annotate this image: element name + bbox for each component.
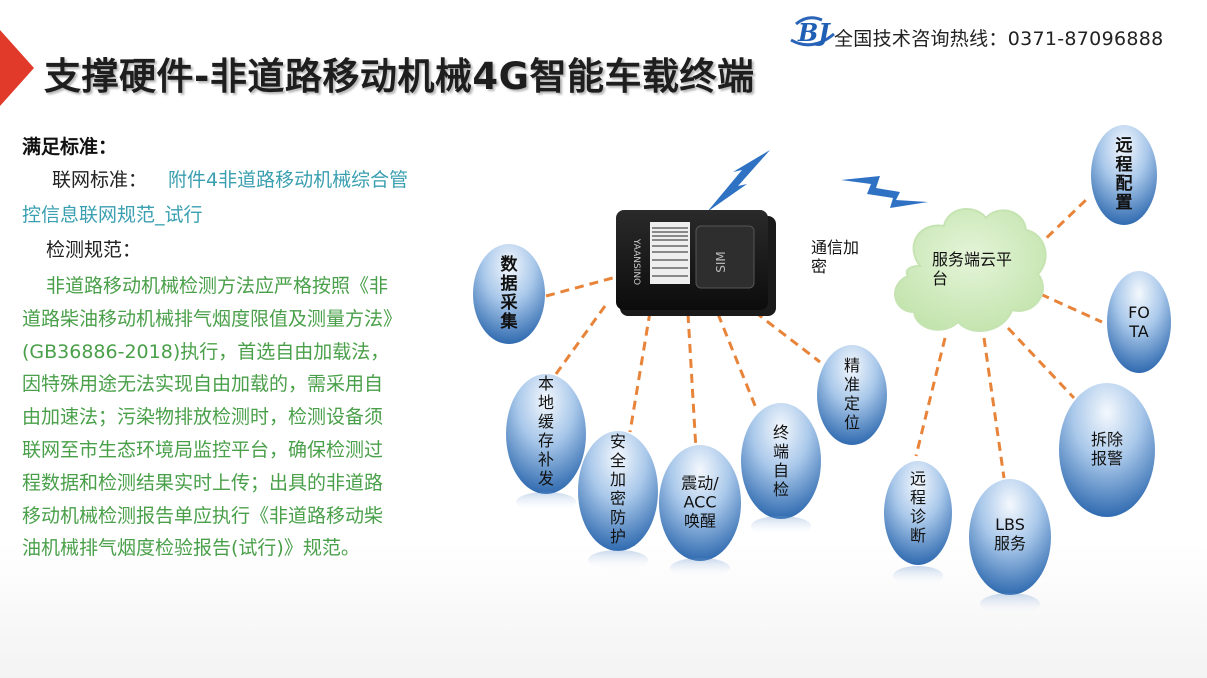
cloud-platform-label: 服务端云平台 bbox=[932, 250, 1013, 288]
network-standard-label: 联网标准： bbox=[52, 169, 148, 191]
paragraph-line: 非道路移动机械检测方法应严格按照《非 bbox=[46, 275, 389, 297]
node-precise-locate: 精准定位 bbox=[843, 356, 860, 432]
terminal-device-image: SIM YAANSINO bbox=[616, 210, 776, 316]
paragraph-line: 程数据和检测结果实时上传；出具的非道路 bbox=[22, 471, 384, 494]
bubble-shapes bbox=[473, 125, 1171, 615]
node-vibration-wake: 震动/ACC唤醒 bbox=[681, 473, 719, 531]
paragraph-line: 移动机械检测报告单应执行《非道路移动柴 bbox=[22, 504, 384, 527]
consult-hotline: 全国技术咨询热线：0371-87096888 bbox=[834, 28, 1164, 50]
cloud-platform-icon bbox=[894, 207, 1047, 332]
detection-spec-paragraph: 非道路移动机械检测方法应严格按照《非 道路柴油移动机械排气烟度限值及测量方法》 … bbox=[22, 270, 462, 565]
node-secure-encrypt: 安全加密防护 bbox=[609, 432, 626, 546]
node-lbs: LBS服务 bbox=[993, 515, 1026, 553]
accent-triangle bbox=[0, 30, 34, 106]
signal-bolt-icon-2 bbox=[841, 176, 928, 208]
node-self-check: 终端自检 bbox=[772, 423, 789, 499]
paragraph-line: 由加速法；污染物排放检测时，检测设备须 bbox=[22, 406, 384, 429]
network-standard-doc-cont[interactable]: 控信息联网规范_试行 bbox=[22, 204, 203, 226]
node-data-collect: 数据采集 bbox=[500, 255, 518, 332]
node-fota: FOTA bbox=[1128, 303, 1150, 341]
signal-bolt-icon bbox=[707, 150, 770, 212]
page-title: 支撑硬件-非道路移动机械4G智能车载终端 bbox=[44, 55, 755, 98]
node-local-cache: 本地缓存补发 bbox=[537, 374, 554, 488]
detection-spec-label: 检测规范： bbox=[46, 239, 142, 261]
node-remote-config: 远程配置 bbox=[1115, 136, 1133, 213]
connector-lines bbox=[545, 196, 1103, 479]
company-logo: BJ bbox=[790, 16, 835, 47]
paragraph-line: 油机械排气烟度检验报告(试行)》规范。 bbox=[22, 537, 360, 560]
device-sim-label: SIM bbox=[714, 251, 728, 273]
paragraph-line: (GB36886-2018)执行，首选自由加载法， bbox=[22, 340, 390, 363]
logo-text: BJ bbox=[797, 18, 831, 47]
node-remote-diag: 远程诊断 bbox=[909, 469, 926, 545]
network-standard-doc[interactable]: 附件4非道路移动机械综合管 bbox=[168, 169, 409, 191]
standards-heading: 满足标准： bbox=[22, 136, 118, 158]
device-brand-label: YAANSINO bbox=[631, 238, 641, 285]
paragraph-line: 联网至市生态环境局监控平台，确保检测过 bbox=[22, 438, 384, 461]
comm-encryption-label: 通信加密 bbox=[811, 238, 860, 276]
paragraph-line: 道路柴油移动机械排气烟度限值及测量方法》 bbox=[22, 307, 403, 330]
node-tamper-alarm: 拆除报警 bbox=[1090, 430, 1123, 468]
paragraph-line: 因特殊用途无法实现自由加载的，需采用自 bbox=[22, 373, 384, 396]
